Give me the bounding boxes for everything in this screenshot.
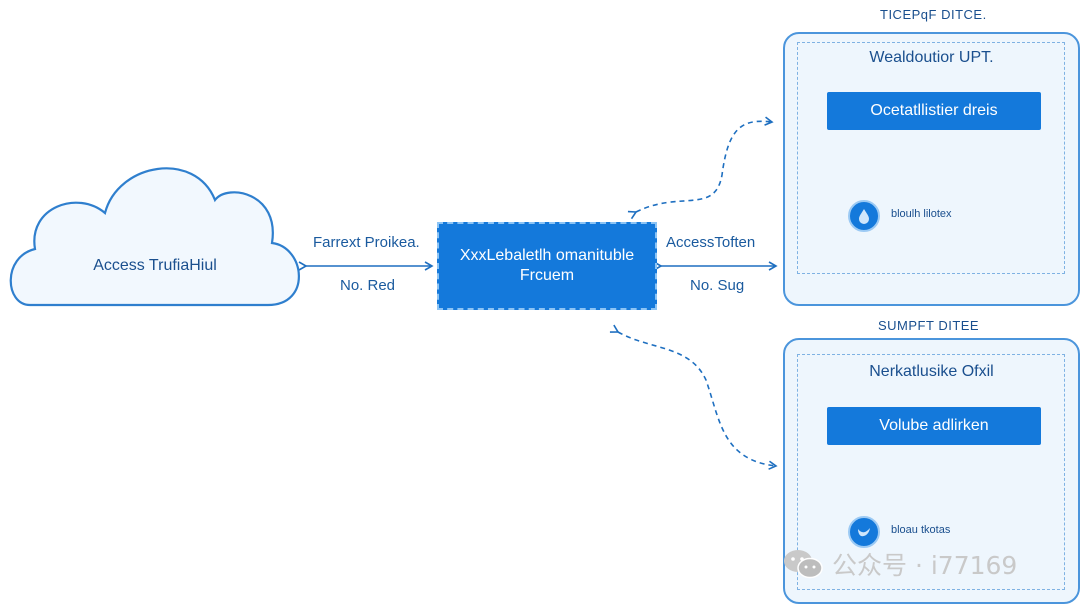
left-connector-bottom-label: No. Red: [340, 277, 396, 294]
upper-dashed-curve: [627, 116, 774, 220]
bottom-panel-node-icon[interactable]: [848, 516, 880, 548]
bottom-panel-inner-border: [797, 354, 1065, 590]
top-panel-node-icon[interactable]: [848, 200, 880, 232]
cloud-shape: [9, 167, 300, 307]
watermark: 公众号 · i77169: [782, 546, 1017, 582]
central-node-line1: XxxLebaletlh omanituble: [459, 247, 635, 264]
top-panel-inner-border: [797, 42, 1065, 274]
bird-icon: [858, 528, 870, 537]
bottom-panel-heading: SUMPFT DITEE: [878, 318, 980, 333]
top-panel: Wealdoutior UPT. Ocetatllistier dreis bl…: [783, 32, 1080, 306]
watermark-text: 公众号 · i77169: [832, 551, 1018, 580]
cloud-label: Access TrufiaHiul: [93, 257, 217, 274]
lower-dashed-curve: [609, 324, 778, 470]
right-connector-bottom-label: No. Sug: [690, 277, 745, 294]
top-panel-button[interactable]: Ocetatllistier dreis: [827, 92, 1041, 130]
bottom-panel: Nerkatlusike Ofxil Volube adlirken bloau…: [783, 338, 1080, 604]
bottom-panel-node-label: bloau tkotas: [891, 524, 951, 536]
bottom-panel-button[interactable]: Volube adlirken: [827, 407, 1041, 445]
top-panel-node-label: bloulh lilotex: [891, 208, 952, 220]
drop-icon: [859, 209, 869, 224]
top-panel-heading: TICEPqF DITCE.: [880, 7, 987, 22]
left-connector-top-label: Farrext Proikea.: [313, 234, 420, 251]
bottom-panel-title: Nerkatlusike Ofxil: [869, 363, 994, 380]
central-node-line2: Frcuem: [519, 267, 575, 284]
top-panel-title: Wealdoutior UPT.: [869, 49, 994, 66]
right-connector-top-label: AccessToften: [666, 234, 756, 251]
wechat-icon: [784, 550, 823, 579]
central-node[interactable]: XxxLebaletlh omanituble Frcuem: [437, 222, 657, 310]
